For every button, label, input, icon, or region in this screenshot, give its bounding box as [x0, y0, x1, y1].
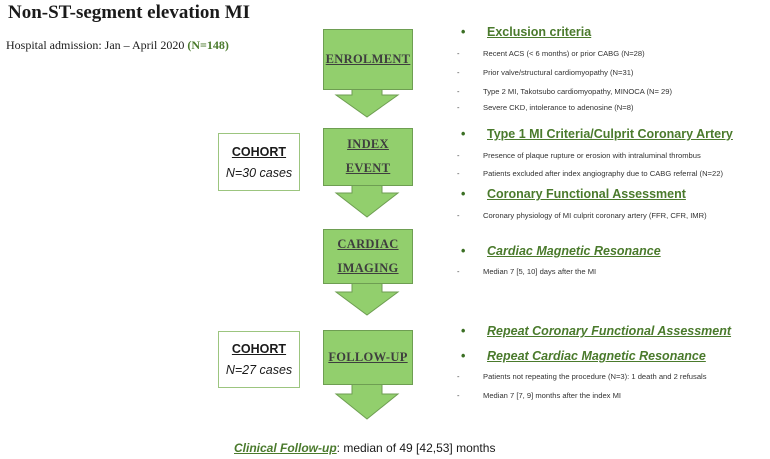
type1-heading: Type 1 MI Criteria/Culprit Coronary Arte… — [487, 127, 733, 141]
type1-item: Patients excluded after index angiograph… — [483, 169, 723, 178]
stage-enrolment: ENROLMENT — [323, 29, 413, 90]
exclusion-item: Severe CKD, intolerance to adenosine (N=… — [483, 103, 633, 112]
cohort-label: COHORT — [231, 144, 287, 159]
stage-index-event: INDEX EVENT — [323, 128, 413, 186]
exclusion-item: Recent ACS (< 6 months) or prior CABG (N… — [483, 49, 645, 58]
arrow-enrolment — [334, 88, 400, 118]
exclusion-item: Prior valve/structural cardiomyopathy (N… — [483, 68, 633, 77]
stage-followup-label: FOLLOW-UP — [328, 349, 408, 364]
clinical-follow-up: Clinical Follow-up: median of 49 [42,53]… — [234, 441, 495, 455]
cmr-item: Median 7 [5, 10] days after the MI — [483, 267, 596, 276]
cfa-item: Coronary physiology of MI culprit corona… — [483, 211, 707, 220]
cmr-heading: Cardiac Magnetic Resonance — [487, 244, 661, 258]
footer-text: : median of 49 [42,53] months — [336, 441, 496, 455]
cohort-count: N=27 cases — [225, 363, 293, 377]
arrow-cardiac — [334, 282, 400, 316]
stage-cardiac-imaging: CARDIAC IMAGING — [323, 229, 413, 284]
cohort-box-followup: COHORT N=27 cases — [218, 331, 300, 388]
stage-follow-up: FOLLOW-UP — [323, 330, 413, 385]
footer-label: Clinical Follow-up — [234, 441, 337, 455]
type1-item: Presence of plaque rupture or erosion wi… — [483, 151, 701, 160]
page-title: Non-ST-segment elevation MI — [8, 2, 251, 23]
stage-index-line1: INDEX — [347, 137, 389, 152]
exclusion-item: Type 2 MI, Takotsubo cardiomyopathy, MIN… — [483, 87, 672, 96]
arrow-followup — [334, 383, 400, 420]
repeat-cmr-item: Median 7 [7, 9] months after the index M… — [483, 391, 621, 400]
repeat-cfa-heading: Repeat Coronary Functional Assessment — [487, 324, 731, 338]
stage-enrolment-label: ENROLMENT — [325, 51, 411, 66]
admission-count: (N=148) — [187, 38, 229, 52]
cohort-box-index: COHORT N=30 cases — [218, 133, 300, 191]
exclusion-heading: Exclusion criteria — [487, 25, 591, 39]
admission-info: Hospital admission: Jan – April 2020 (N=… — [6, 38, 229, 53]
repeat-cmr-item: Patients not repeating the procedure (N=… — [483, 372, 707, 381]
stage-cardiac-line2: IMAGING — [337, 260, 399, 275]
stage-index-line2: EVENT — [345, 161, 391, 175]
cohort-count: N=30 cases — [225, 165, 293, 180]
cfa-heading: Coronary Functional Assessment — [487, 187, 686, 201]
repeat-cmr-heading: Repeat Cardiac Magnetic Resonance — [487, 349, 706, 363]
arrow-index — [334, 184, 400, 218]
cohort-label: COHORT — [231, 342, 287, 356]
stage-cardiac-line1: CARDIAC — [337, 236, 399, 251]
admission-text: Hospital admission: Jan – April 2020 — [6, 38, 188, 52]
